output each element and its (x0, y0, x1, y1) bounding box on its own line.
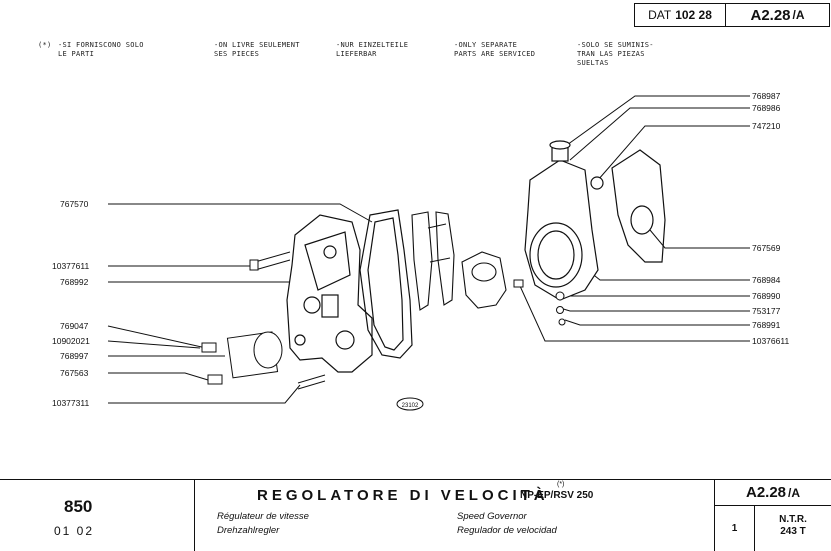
part-ref: 768984 (752, 275, 781, 285)
model-number: 850 (64, 497, 93, 516)
cover-gasket (611, 149, 666, 263)
exploded-view-drawing: 23102 767570 10377611 768992 769047 1090… (52, 91, 789, 411)
part-ref: 768992 (60, 277, 89, 287)
subtitle-english: Speed Governor (457, 511, 527, 522)
drawing-id-oval (396, 397, 424, 411)
part-ref: 10376611 (752, 336, 789, 346)
ntr-reference: N.T.R. 243 T (755, 514, 831, 538)
note-spanish: -SOLO SE SUMINIS- TRAN LAS PIEZAS SUELTA… (577, 41, 654, 67)
part-ref: 10377611 (52, 261, 89, 271)
model-cell: 850 01 02 (0, 480, 195, 551)
part-ref: 768987 (752, 91, 781, 101)
note-german: -NUR EINZELTEILE LIEFERBAR (336, 41, 409, 58)
subtitle-german: Drehzahlregler (217, 525, 280, 536)
part-ref: 767563 (60, 368, 89, 378)
part-ref: 747210 (752, 121, 781, 131)
dat-number: 102 28 (675, 8, 712, 22)
governor-cover (524, 140, 604, 301)
part-ref: 768997 (60, 351, 89, 361)
footer-code-suffix: /A (788, 485, 801, 500)
subtitle-spanish: Regulador de velocidad (457, 525, 557, 536)
lever-assembly (411, 211, 455, 311)
flyweight-assembly (461, 251, 507, 309)
title-model-suffix: NP-EP/RSV 250 (520, 490, 594, 501)
title-footnote-marker: (*) (557, 481, 565, 488)
dat-prefix: DAT (648, 8, 672, 22)
part-ref: 767570 (60, 199, 89, 209)
part-ref: 768991 (752, 320, 781, 330)
part-ref: 768986 (752, 103, 781, 113)
governor-housing (286, 214, 373, 373)
footer-sheet-code: A2.28/A (715, 480, 831, 506)
part-ref: 767569 (752, 243, 781, 253)
note-italian: -SI FORNISCONO SOLO LE PARTI (58, 41, 144, 58)
note-french: -ON LIVRE SEULEMENT SES PIECES (214, 41, 300, 58)
part-ref: 753177 (752, 306, 781, 316)
issue-date: 01 02 (54, 524, 95, 538)
note-marker: (*) (38, 41, 52, 49)
footer-code-main: A2.28 (745, 484, 787, 501)
subtitle-french: Régulateur de vitesse (217, 511, 309, 522)
ntr-line-1: N.T.R. (779, 514, 807, 525)
drawing-id: 23102 (402, 403, 419, 409)
page-title: REGOLATORE DI VELOCITÀ (257, 487, 549, 504)
sheet-number: 1 (715, 506, 755, 551)
sheet-code-main: A2.28 (750, 6, 791, 24)
note-english: -ONLY SEPARATE PARTS ARE SERVICED (454, 41, 536, 58)
sheet-code-suffix: /A (792, 8, 805, 22)
header-bar: DAT 102 28 A2.28/A (0, 0, 831, 30)
title-cell: REGOLATORE DI VELOCITÀ (*) NP-EP/RSV 250… (195, 480, 715, 551)
small-parts (201, 251, 566, 390)
title-block: 850 01 02 REGOLATORE DI VELOCITÀ (*) NP-… (0, 479, 831, 551)
part-ref: 769047 (60, 321, 89, 331)
sheet-code: A2.28/A (726, 3, 830, 27)
reference-cell: A2.28/A 1 N.T.R. 243 T (715, 480, 831, 551)
part-ref: 768990 (752, 291, 781, 301)
part-ref: 10377311 (52, 398, 89, 408)
part-ref: 10902021 (52, 336, 90, 346)
dat-reference: DAT 102 28 (634, 3, 726, 27)
ntr-line-2: 243 T (780, 526, 806, 537)
housing-gasket (359, 209, 413, 359)
